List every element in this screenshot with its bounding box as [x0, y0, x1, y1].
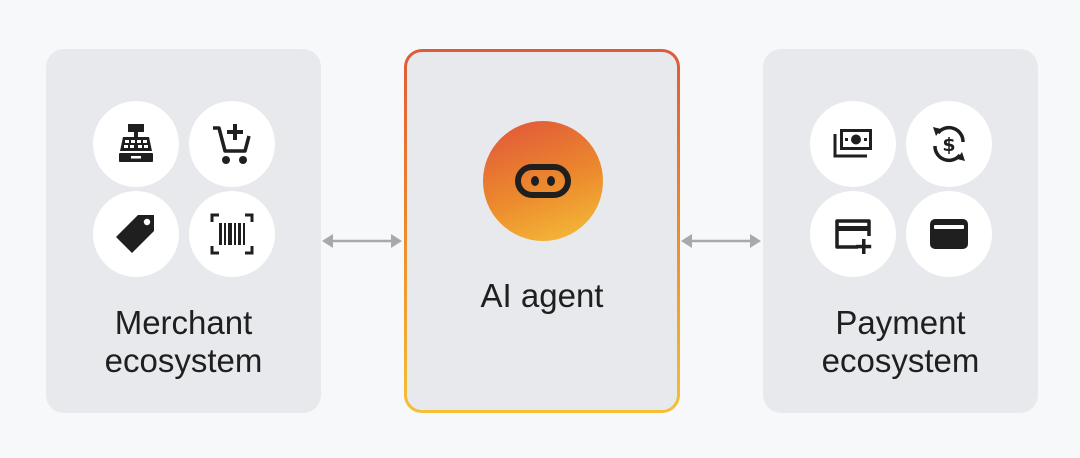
ai-agent-title: AI agent — [480, 277, 604, 314]
add-to-cart-icon — [189, 101, 275, 187]
merchant-title-line1: Merchant — [114, 304, 253, 341]
add-card-icon — [810, 191, 896, 277]
payment-title-line2: ecosystem — [821, 342, 980, 379]
wallet-icon — [906, 191, 992, 277]
currency-exchange-icon: $ — [906, 101, 992, 187]
barcode-icon — [189, 191, 275, 277]
price-tag-icon — [93, 191, 179, 277]
merchant-title-line2: ecosystem — [104, 342, 263, 379]
bidirectional-arrow-right — [681, 234, 761, 248]
banknotes-icon — [810, 101, 896, 187]
payment-ecosystem-title: Payment ecosystem — [763, 304, 1038, 380]
cash-register-icon — [93, 101, 179, 187]
merchant-ecosystem-title: Merchant ecosystem — [46, 304, 321, 380]
ai-agent-panel: AI agent — [404, 49, 680, 413]
robot-face-icon — [483, 121, 603, 241]
bidirectional-arrow-left — [322, 234, 402, 248]
payment-ecosystem-panel: $ Payment ecosystem — [763, 49, 1038, 413]
svg-text:$: $ — [942, 134, 955, 156]
payment-icon-grid: $ — [810, 101, 992, 277]
merchant-ecosystem-panel: Merchant ecosystem — [46, 49, 321, 413]
merchant-icon-grid — [93, 101, 275, 277]
payment-title-line1: Payment — [835, 304, 966, 341]
